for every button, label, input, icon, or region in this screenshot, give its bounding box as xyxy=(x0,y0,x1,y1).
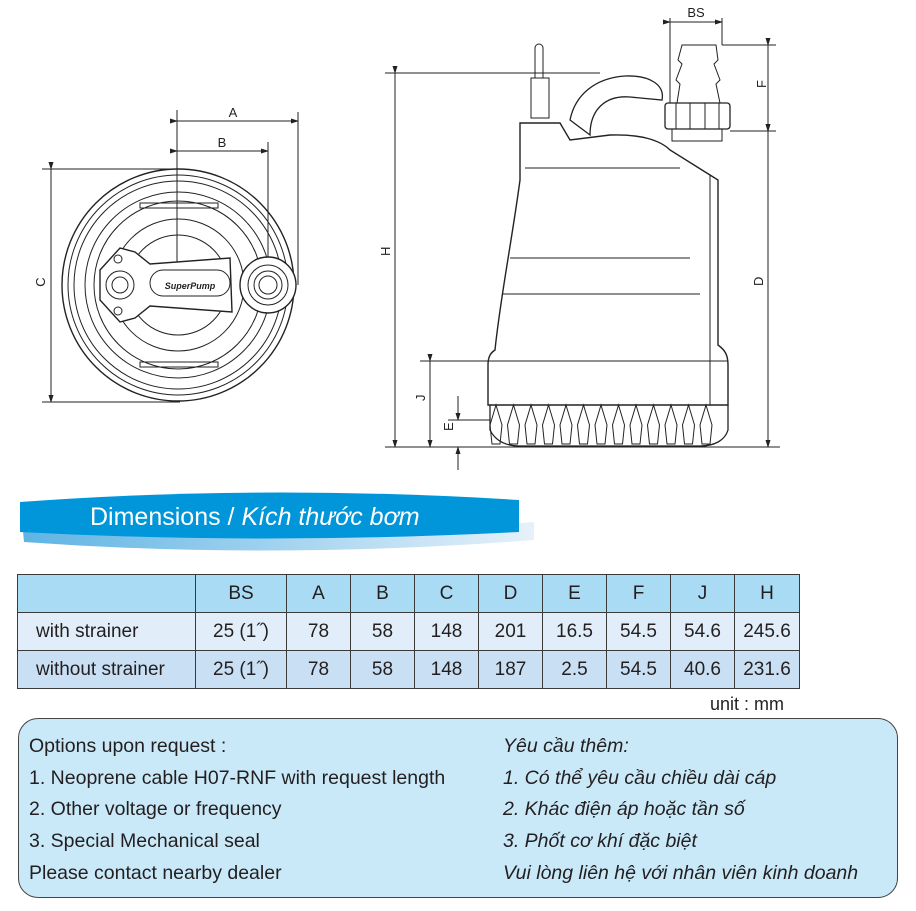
table-header-cell: A xyxy=(286,574,351,613)
dim-label-j: J xyxy=(413,395,428,402)
logo-superpump: SuperPump xyxy=(165,281,216,291)
option-vi: 1. Có thể yêu cầu chiều dài cáp xyxy=(503,767,777,789)
unit-note: unit : mm xyxy=(710,694,785,714)
dim-label-d: D xyxy=(751,277,766,286)
strainer-tooth xyxy=(681,403,696,445)
strainer-tooth xyxy=(559,403,573,445)
table-cell: 54.5 xyxy=(606,612,671,651)
section-title: Dimensions / Kích thước bơm xyxy=(90,503,420,531)
table-header-cell: H xyxy=(734,574,800,613)
option-en: 1. Neoprene cable H07-RNF with request l… xyxy=(29,767,446,789)
table-cell: 231.6 xyxy=(734,650,800,689)
table-cell: 40.6 xyxy=(670,650,735,689)
dim-label-e: E xyxy=(441,422,456,431)
options-box: Options upon request : 1. Neoprene cable… xyxy=(18,718,898,898)
table-cell: 25 (1˝) xyxy=(195,650,287,689)
section-banner xyxy=(20,492,534,551)
table-header-cell: J xyxy=(670,574,735,613)
table-row: without strainer 25 (1˝) 78 58 148 187 2… xyxy=(17,650,800,689)
table-header-row: BS A B C D E F J H xyxy=(17,574,800,613)
strainer-tooth xyxy=(489,403,503,445)
table-header-cell: F xyxy=(606,574,671,613)
table-header-cell: D xyxy=(478,574,543,613)
strainer-tooth xyxy=(506,403,521,445)
table-cell: 58 xyxy=(350,650,415,689)
table-cell: 54.6 xyxy=(670,612,735,651)
strainer-tooth xyxy=(646,403,661,445)
table-row: with strainer 25 (1˝) 78 58 148 201 16.5… xyxy=(17,612,800,651)
table-cell: 25 (1˝) xyxy=(195,612,287,651)
dimensions-table: BS A B C D E F J H with strainer 25 (1˝)… xyxy=(17,574,800,689)
table-cell: 148 xyxy=(414,650,479,689)
table-cell: 16.5 xyxy=(542,612,607,651)
strainer-tooth xyxy=(524,403,538,445)
strainer-tooth xyxy=(594,403,608,445)
dim-label-bs: BS xyxy=(687,5,705,20)
strainer-tooth xyxy=(576,403,591,445)
pump-side-view-drawing: BS F H D J E xyxy=(378,5,780,470)
table-cell: 54.5 xyxy=(606,650,671,689)
strainer-tooth xyxy=(699,403,713,445)
strainer-tooth xyxy=(629,403,643,445)
option-vi: Vui lòng liên hệ với nhân viên kinh doan… xyxy=(503,862,859,884)
table-cell: 148 xyxy=(414,612,479,651)
dim-label-b: B xyxy=(218,135,227,150)
table-cell: 201 xyxy=(478,612,543,651)
row-label: with strainer xyxy=(17,612,196,651)
table-cell: 78 xyxy=(286,612,351,651)
option-vi: 2. Khác điện áp hoặc tần số xyxy=(503,798,745,820)
strainer-tooth xyxy=(611,403,626,445)
option-en: Please contact nearby dealer xyxy=(29,862,282,884)
table-header-cell: E xyxy=(542,574,607,613)
table-cell: 78 xyxy=(286,650,351,689)
table-cell: 58 xyxy=(350,612,415,651)
option-vi: Yêu cầu thêm: xyxy=(503,735,629,757)
table-header-cell: BS xyxy=(195,574,287,613)
dim-label-f: F xyxy=(754,80,769,88)
table-header-cell: C xyxy=(414,574,479,613)
strainer-tooth xyxy=(664,403,678,445)
table-cell: 187 xyxy=(478,650,543,689)
option-vi: 3. Phốt cơ khí đặc biệt xyxy=(503,830,697,852)
table-cell: 245.6 xyxy=(734,612,800,651)
row-label: without strainer xyxy=(17,650,196,689)
table-cell: 2.5 xyxy=(542,650,607,689)
strainer-tooth xyxy=(541,403,556,445)
table-header-cell xyxy=(17,574,196,613)
dim-label-h: H xyxy=(378,247,393,256)
table-header-cell: B xyxy=(350,574,415,613)
option-en: 2. Other voltage or frequency xyxy=(29,798,282,820)
dim-label-c: C xyxy=(33,277,48,286)
option-en: Options upon request : xyxy=(29,735,227,757)
option-en: 3. Special Mechanical seal xyxy=(29,830,260,852)
pump-top-view-drawing: A B C SuperPump xyxy=(33,105,299,403)
dim-label-a: A xyxy=(229,105,238,120)
